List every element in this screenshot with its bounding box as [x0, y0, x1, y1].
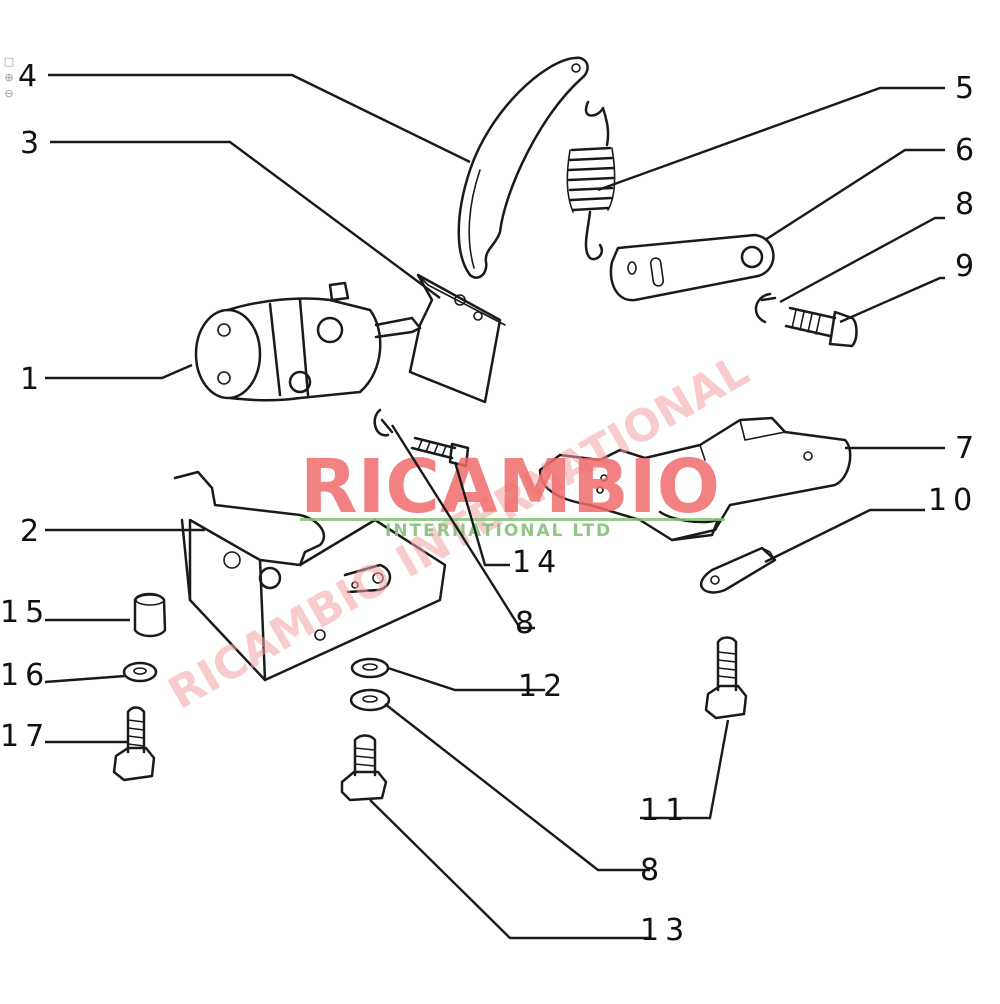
part-12-washer[interactable] — [350, 657, 390, 679]
callout-13: 13 — [640, 913, 690, 948]
part-11-bolt[interactable] — [704, 636, 748, 720]
part-5-spring[interactable] — [566, 100, 616, 261]
callout-9: 9 — [955, 249, 980, 284]
part-1-actuator[interactable] — [194, 281, 422, 402]
part-8-washer-lower[interactable] — [349, 688, 391, 712]
callout-labels: 1 2 3 4 5 6 7 8 8 8 9 10 11 12 13 14 15 … — [0, 59, 980, 948]
part-8-clip-upper[interactable] — [754, 292, 777, 324]
callout-4: 4 — [18, 59, 43, 94]
part-10-link[interactable] — [699, 546, 777, 594]
watermark-sub-text: INTERNATIONAL LTD — [385, 521, 612, 541]
callout-8-upper: 8 — [955, 187, 980, 222]
callout-8-lower: 8 — [640, 853, 665, 888]
callout-7: 7 — [955, 431, 980, 466]
part-4-curved-strap[interactable] — [457, 56, 589, 279]
part-6-slotted-plate[interactable] — [609, 233, 775, 302]
callout-6: 6 — [955, 133, 980, 168]
callout-5: 5 — [955, 71, 980, 106]
part-14-bolt[interactable] — [410, 436, 470, 468]
callout-11: 11 — [640, 793, 690, 828]
callout-15: 15 — [0, 595, 50, 630]
leader-lines — [44, 73, 945, 940]
callout-16: 16 — [0, 658, 50, 693]
part-17-bolt[interactable] — [112, 706, 156, 782]
watermark-main-text: RICAMBIO — [300, 444, 720, 530]
fit-page-icon[interactable]: □ — [3, 55, 15, 68]
part-2-bracket[interactable] — [173, 470, 447, 682]
zoom-in-icon[interactable]: ⊕ — [4, 71, 14, 84]
part-15-sleeve[interactable] — [133, 592, 167, 638]
part-8-clip-middle[interactable] — [373, 408, 394, 437]
part-7-lever-plate[interactable] — [538, 416, 852, 542]
callout-12: 12 — [518, 669, 568, 704]
part-13-bolt[interactable] — [340, 734, 388, 802]
part-16-washer[interactable] — [122, 661, 158, 683]
callout-2: 2 — [20, 514, 45, 549]
part-3-bracket[interactable] — [408, 273, 506, 404]
part-9-bolt[interactable] — [784, 306, 858, 348]
callout-10: 10 — [928, 483, 978, 518]
callout-8-middle: 8 — [515, 606, 540, 641]
callout-1: 1 — [20, 362, 45, 397]
callout-17: 17 — [0, 719, 50, 754]
callout-3: 3 — [20, 126, 45, 161]
callout-14: 14 — [512, 545, 562, 580]
zoom-out-icon[interactable]: ⊖ — [4, 87, 14, 100]
